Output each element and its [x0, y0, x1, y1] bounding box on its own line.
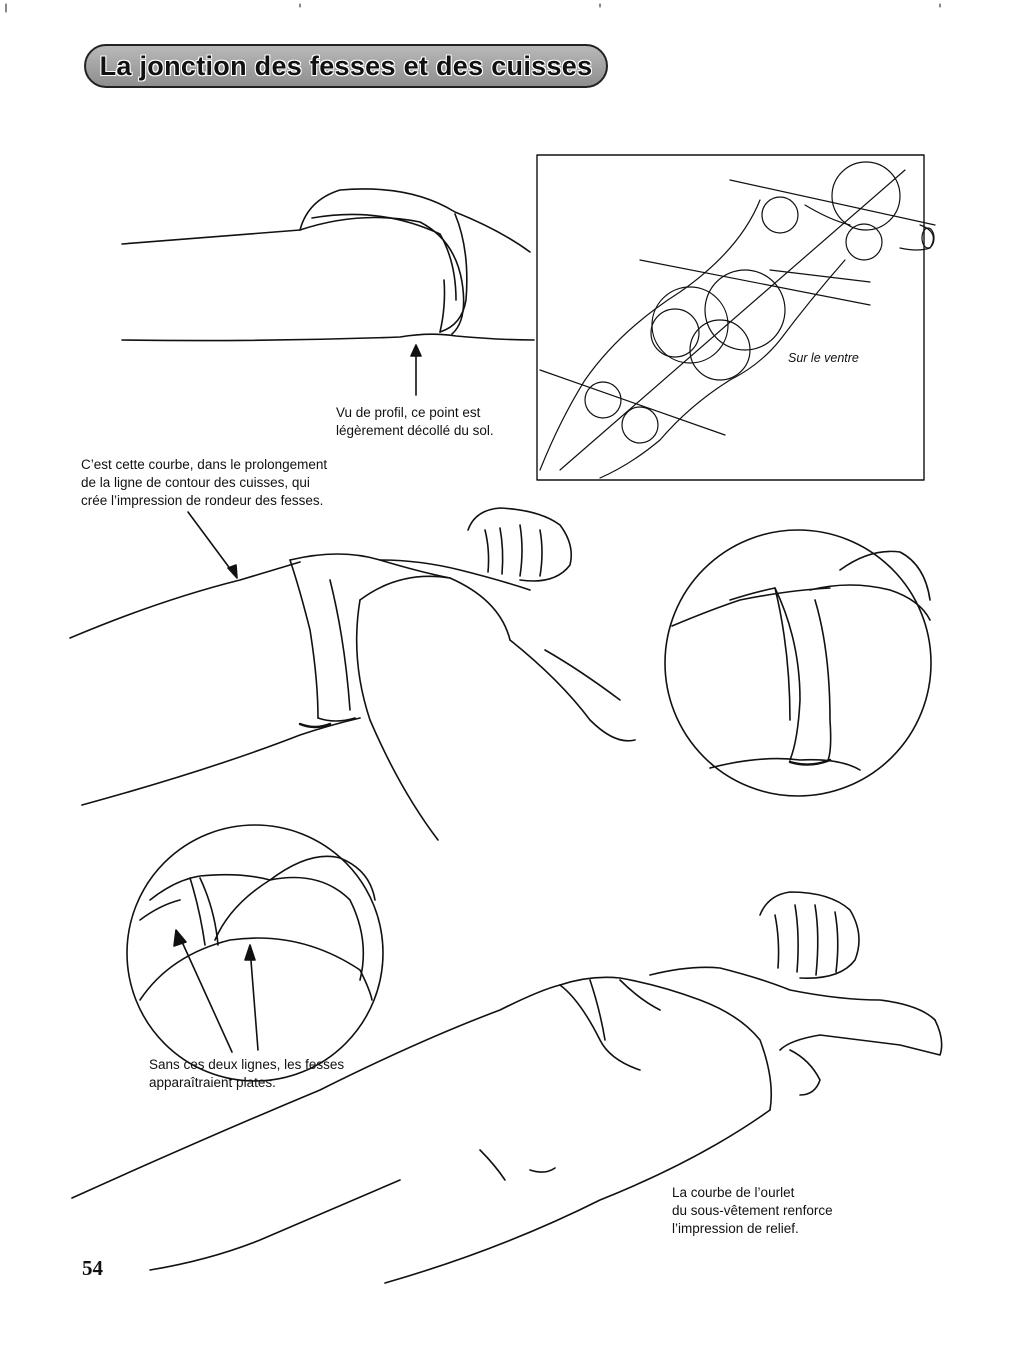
- page-number: 54: [82, 1256, 103, 1280]
- profile-arrow: [411, 345, 421, 395]
- inset-construction-drawing: [540, 162, 935, 478]
- scan-specks: [6, 4, 940, 12]
- curve-caption: C’est cette courbe, dans le prolongement…: [81, 457, 328, 508]
- profile-caption: Vu de profil, ce point est légèrement dé…: [336, 405, 494, 438]
- page-title: La jonction des fesses et des cuisses: [99, 50, 593, 81]
- hem-caption: La courbe de l’ourlet du sous-vêtement r…: [672, 1185, 833, 1236]
- title-banner: La jonction des fesses et des cuisses: [84, 44, 608, 88]
- zoom-circle-left: [127, 825, 383, 1081]
- bottom-lying-figure: [72, 892, 942, 1283]
- inset-frame: [537, 155, 924, 480]
- rear-view-figure: [70, 508, 635, 840]
- inset-label: Sur le ventre: [788, 351, 859, 365]
- profile-view-drawing: [122, 189, 534, 341]
- curve-arrow: [188, 512, 237, 578]
- two-lines-arrows: [174, 930, 258, 1052]
- two-lines-caption: Sans ces deux lignes, les fesses apparaî…: [149, 1057, 345, 1090]
- zoom-circle-right: [665, 530, 931, 796]
